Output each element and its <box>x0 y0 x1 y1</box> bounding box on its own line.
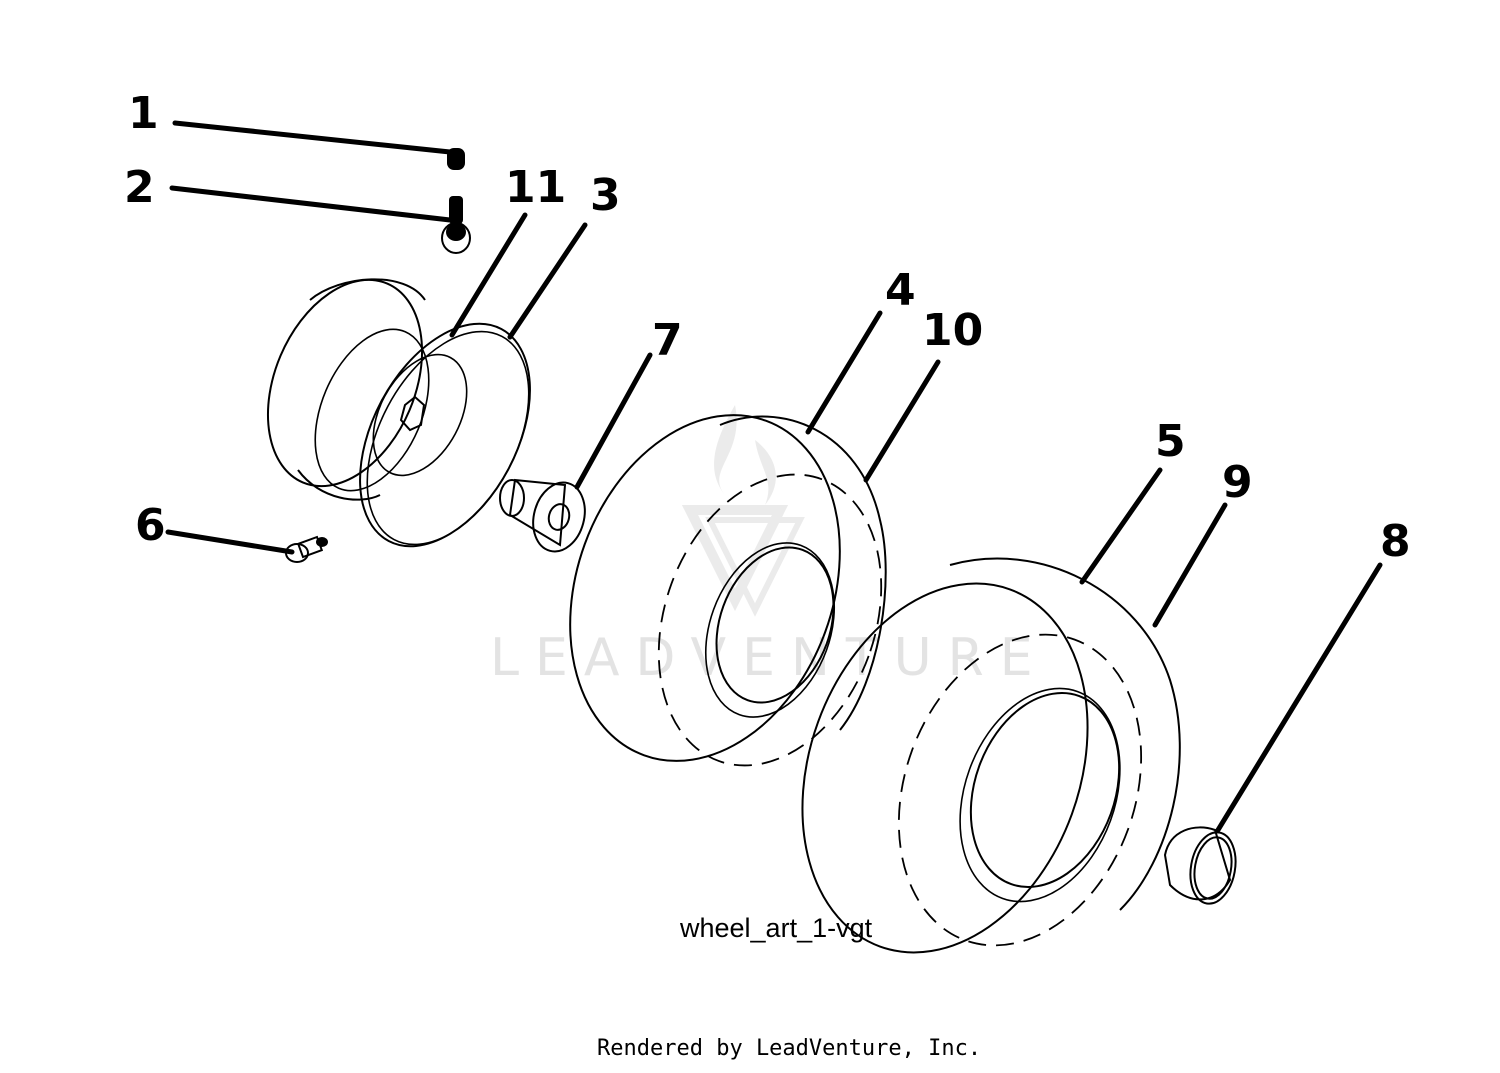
callout-7: 7 <box>652 315 683 366</box>
callout-6: 6 <box>135 500 166 551</box>
callout-2: 2 <box>124 162 155 213</box>
callout-11: 11 <box>505 162 566 213</box>
part-8-hub-cap <box>1163 826 1237 905</box>
tire-part-4 <box>569 414 887 767</box>
part-7-bushing <box>499 478 586 553</box>
part-6-bolt <box>285 535 328 563</box>
diagram-caption: wheel_art_1-vgt <box>679 913 873 943</box>
callout-1: 1 <box>128 88 159 139</box>
callout-3: 3 <box>590 170 621 221</box>
callout-8: 8 <box>1380 516 1411 567</box>
watermark-text: LEADVENTURE <box>490 628 1049 688</box>
leader-lines <box>165 120 1383 833</box>
rim <box>266 278 531 548</box>
leadventure-logo-watermark-icon <box>681 405 805 617</box>
tire-part-5 <box>801 557 1181 954</box>
callout-10: 10 <box>922 305 983 356</box>
callout-9: 9 <box>1222 457 1253 508</box>
part-2-valve-stem <box>441 196 471 254</box>
callout-4: 4 <box>885 265 916 316</box>
footer-credit: Rendered by LeadVenture, Inc. <box>597 1036 981 1061</box>
callout-5: 5 <box>1155 416 1186 467</box>
